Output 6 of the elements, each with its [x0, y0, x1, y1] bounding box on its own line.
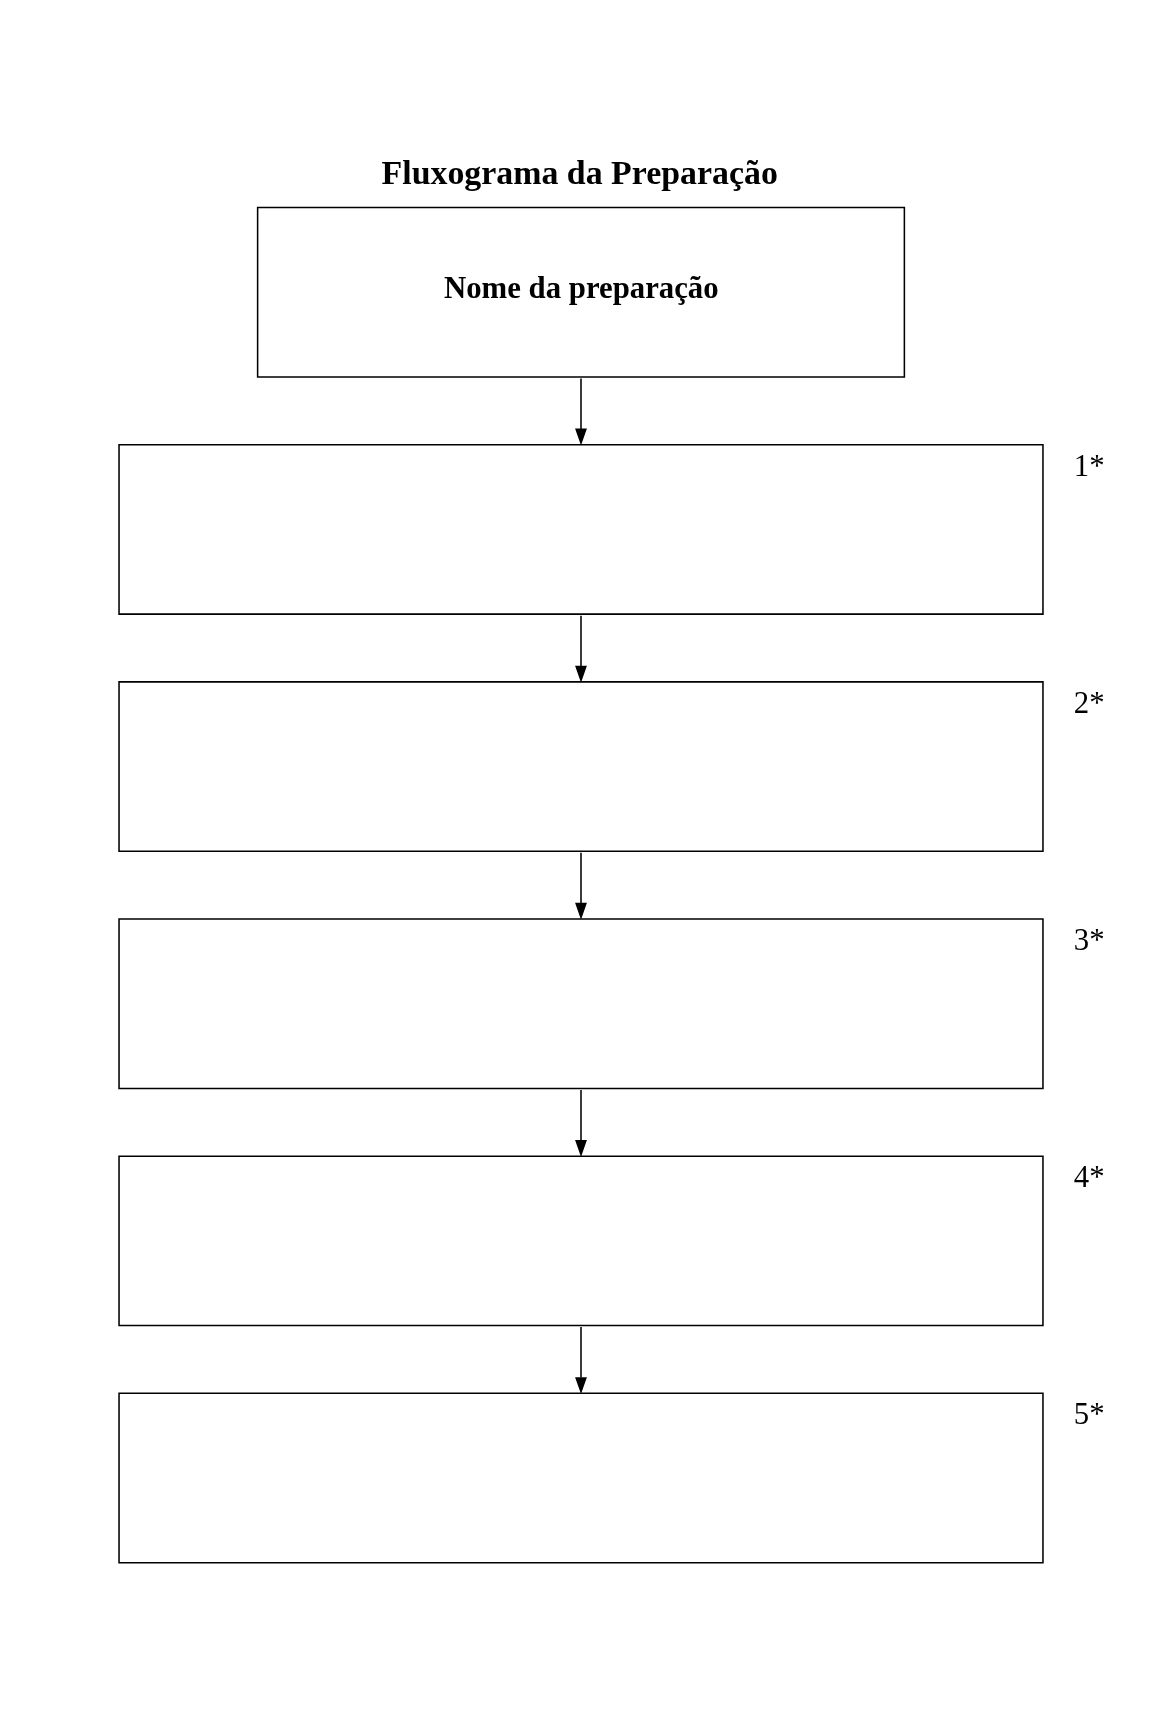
node-label: 1* — [1073, 448, 1105, 483]
node-label: 2* — [1073, 685, 1105, 720]
node-label: 3* — [1073, 922, 1105, 957]
diagram-title: Fluxograma da Preparação — [381, 153, 778, 191]
node-label: 4* — [1073, 1159, 1105, 1194]
node-label: 5* — [1073, 1397, 1105, 1432]
